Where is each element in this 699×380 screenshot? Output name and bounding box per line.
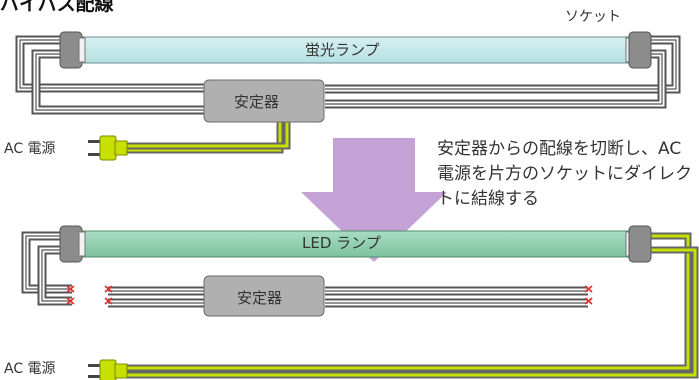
top-ballast (203, 79, 325, 123)
bottom-ballast-label: 安定器 (237, 289, 283, 307)
led-lamp-label: LED ランプ (302, 234, 381, 252)
top-ac-cord (125, 120, 291, 154)
bottom-direct-ac-line (125, 232, 699, 379)
socket-label: ソケット (565, 9, 621, 25)
top-right-wires (325, 35, 681, 109)
led-tube (77, 230, 631, 258)
fluorescent-tube (77, 36, 631, 64)
bottom-right-socket (625, 225, 652, 263)
bottom-ballast (203, 275, 325, 317)
top-ac-plug (88, 135, 128, 161)
top-ac-power-label: AC 電源 (4, 141, 56, 157)
top-ballast-label: 安定器 (234, 93, 280, 111)
bottom-diagram (21, 225, 699, 380)
top-right-socket (625, 31, 652, 69)
top-left-wires (15, 35, 205, 115)
fluorescent-lamp-label: 蛍光ランプ (305, 41, 380, 59)
bottom-left-socket (59, 225, 86, 263)
bottom-ac-plug (88, 359, 128, 380)
transition-arrow (301, 138, 447, 262)
top-diagram (15, 31, 681, 161)
bottom-left-cut-wires (21, 231, 72, 306)
top-left-socket (59, 31, 86, 69)
bottom-ac-power-label: AC 電源 (4, 361, 56, 377)
bottom-ballast-stub-wires (108, 286, 588, 308)
instruction-note: 安定器からの配線を切断し、AC 電源を片方のソケットにダイレクトに結線する (437, 139, 692, 209)
page-title: バイパス配線 (0, 0, 114, 15)
cut-marks (66, 285, 593, 305)
